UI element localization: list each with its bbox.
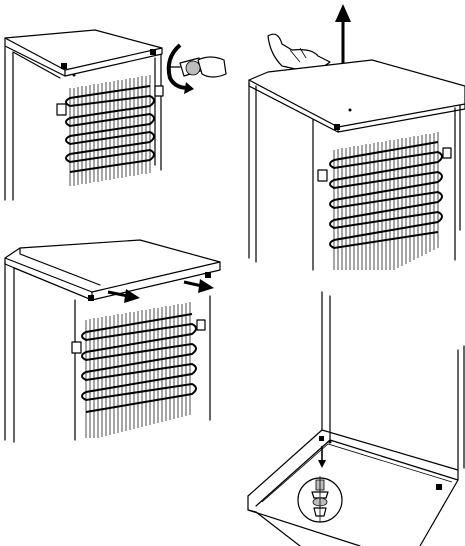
panel-2-lift-cover: [249, 4, 465, 270]
up-arrow-icon: [335, 4, 351, 66]
screw-detail-icon: [298, 476, 342, 522]
top-cover: [5, 30, 162, 77]
condenser-coil: [318, 132, 451, 270]
cabinet-body: [5, 262, 210, 442]
top-cover: [249, 60, 465, 132]
cabinet-body: [5, 46, 161, 200]
cabinet-body: [322, 292, 464, 470]
panel-3-slide-cover: [5, 240, 220, 442]
cabinet-base: [248, 430, 458, 546]
panel-1-remove-screws: [5, 30, 226, 200]
screwdriver-icon: [168, 57, 226, 77]
condenser-coil: [72, 302, 205, 438]
condenser-coil: [57, 75, 163, 186]
hand-lift-icon: [268, 34, 330, 70]
panel-4-bottom-screw: [248, 292, 464, 546]
